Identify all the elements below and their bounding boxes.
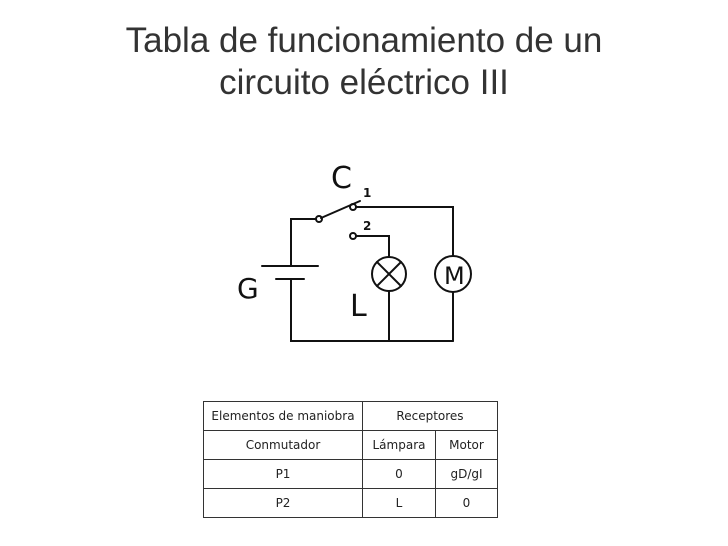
lamp-label: L xyxy=(350,289,367,324)
title-line-2: circuito eléctrico III xyxy=(219,63,509,102)
cell-motor: 0 xyxy=(435,488,498,518)
switch-lever xyxy=(320,200,361,219)
cell-motor: gD/gI xyxy=(435,459,498,489)
slide-title: Tabla de funcionamiento de un circuito e… xyxy=(0,20,728,104)
header-maniobra: Elementos de maniobra xyxy=(203,401,363,431)
generator-label: G xyxy=(237,272,259,305)
table-row: P2 L 0 xyxy=(203,488,498,518)
cell-maniobra: P2 xyxy=(203,488,363,518)
table-subheader-row: Conmutador Lámpara Motor xyxy=(203,430,498,460)
subheader-conmutador: Conmutador xyxy=(203,430,363,460)
table-header-row: Elementos de maniobra Receptores xyxy=(203,401,498,431)
table-row: P1 0 gD/gI xyxy=(203,459,498,489)
wire-left-top xyxy=(290,218,317,267)
wire-contact2-lamp xyxy=(355,235,390,257)
position-2-label: 2 xyxy=(363,219,371,233)
wire-left-bottom xyxy=(290,278,454,342)
cell-maniobra: P1 xyxy=(203,459,363,489)
subheader-lampara: Lámpara xyxy=(362,430,436,460)
wire-contact1-motor xyxy=(355,206,454,257)
function-table: Elementos de maniobra Receptores Conmuta… xyxy=(203,401,498,518)
cell-lampara: 0 xyxy=(362,459,436,489)
motor-label: M xyxy=(444,262,465,290)
lamp-cross-b xyxy=(376,261,402,287)
subheader-motor: Motor xyxy=(435,430,498,460)
position-1-label: 1 xyxy=(363,186,371,200)
switch-label: C xyxy=(331,161,352,196)
switch-common-contact xyxy=(315,215,323,223)
cell-lampara: L xyxy=(362,488,436,518)
header-receptores: Receptores xyxy=(362,401,498,431)
title-line-1: Tabla de funcionamiento de un xyxy=(125,21,603,60)
